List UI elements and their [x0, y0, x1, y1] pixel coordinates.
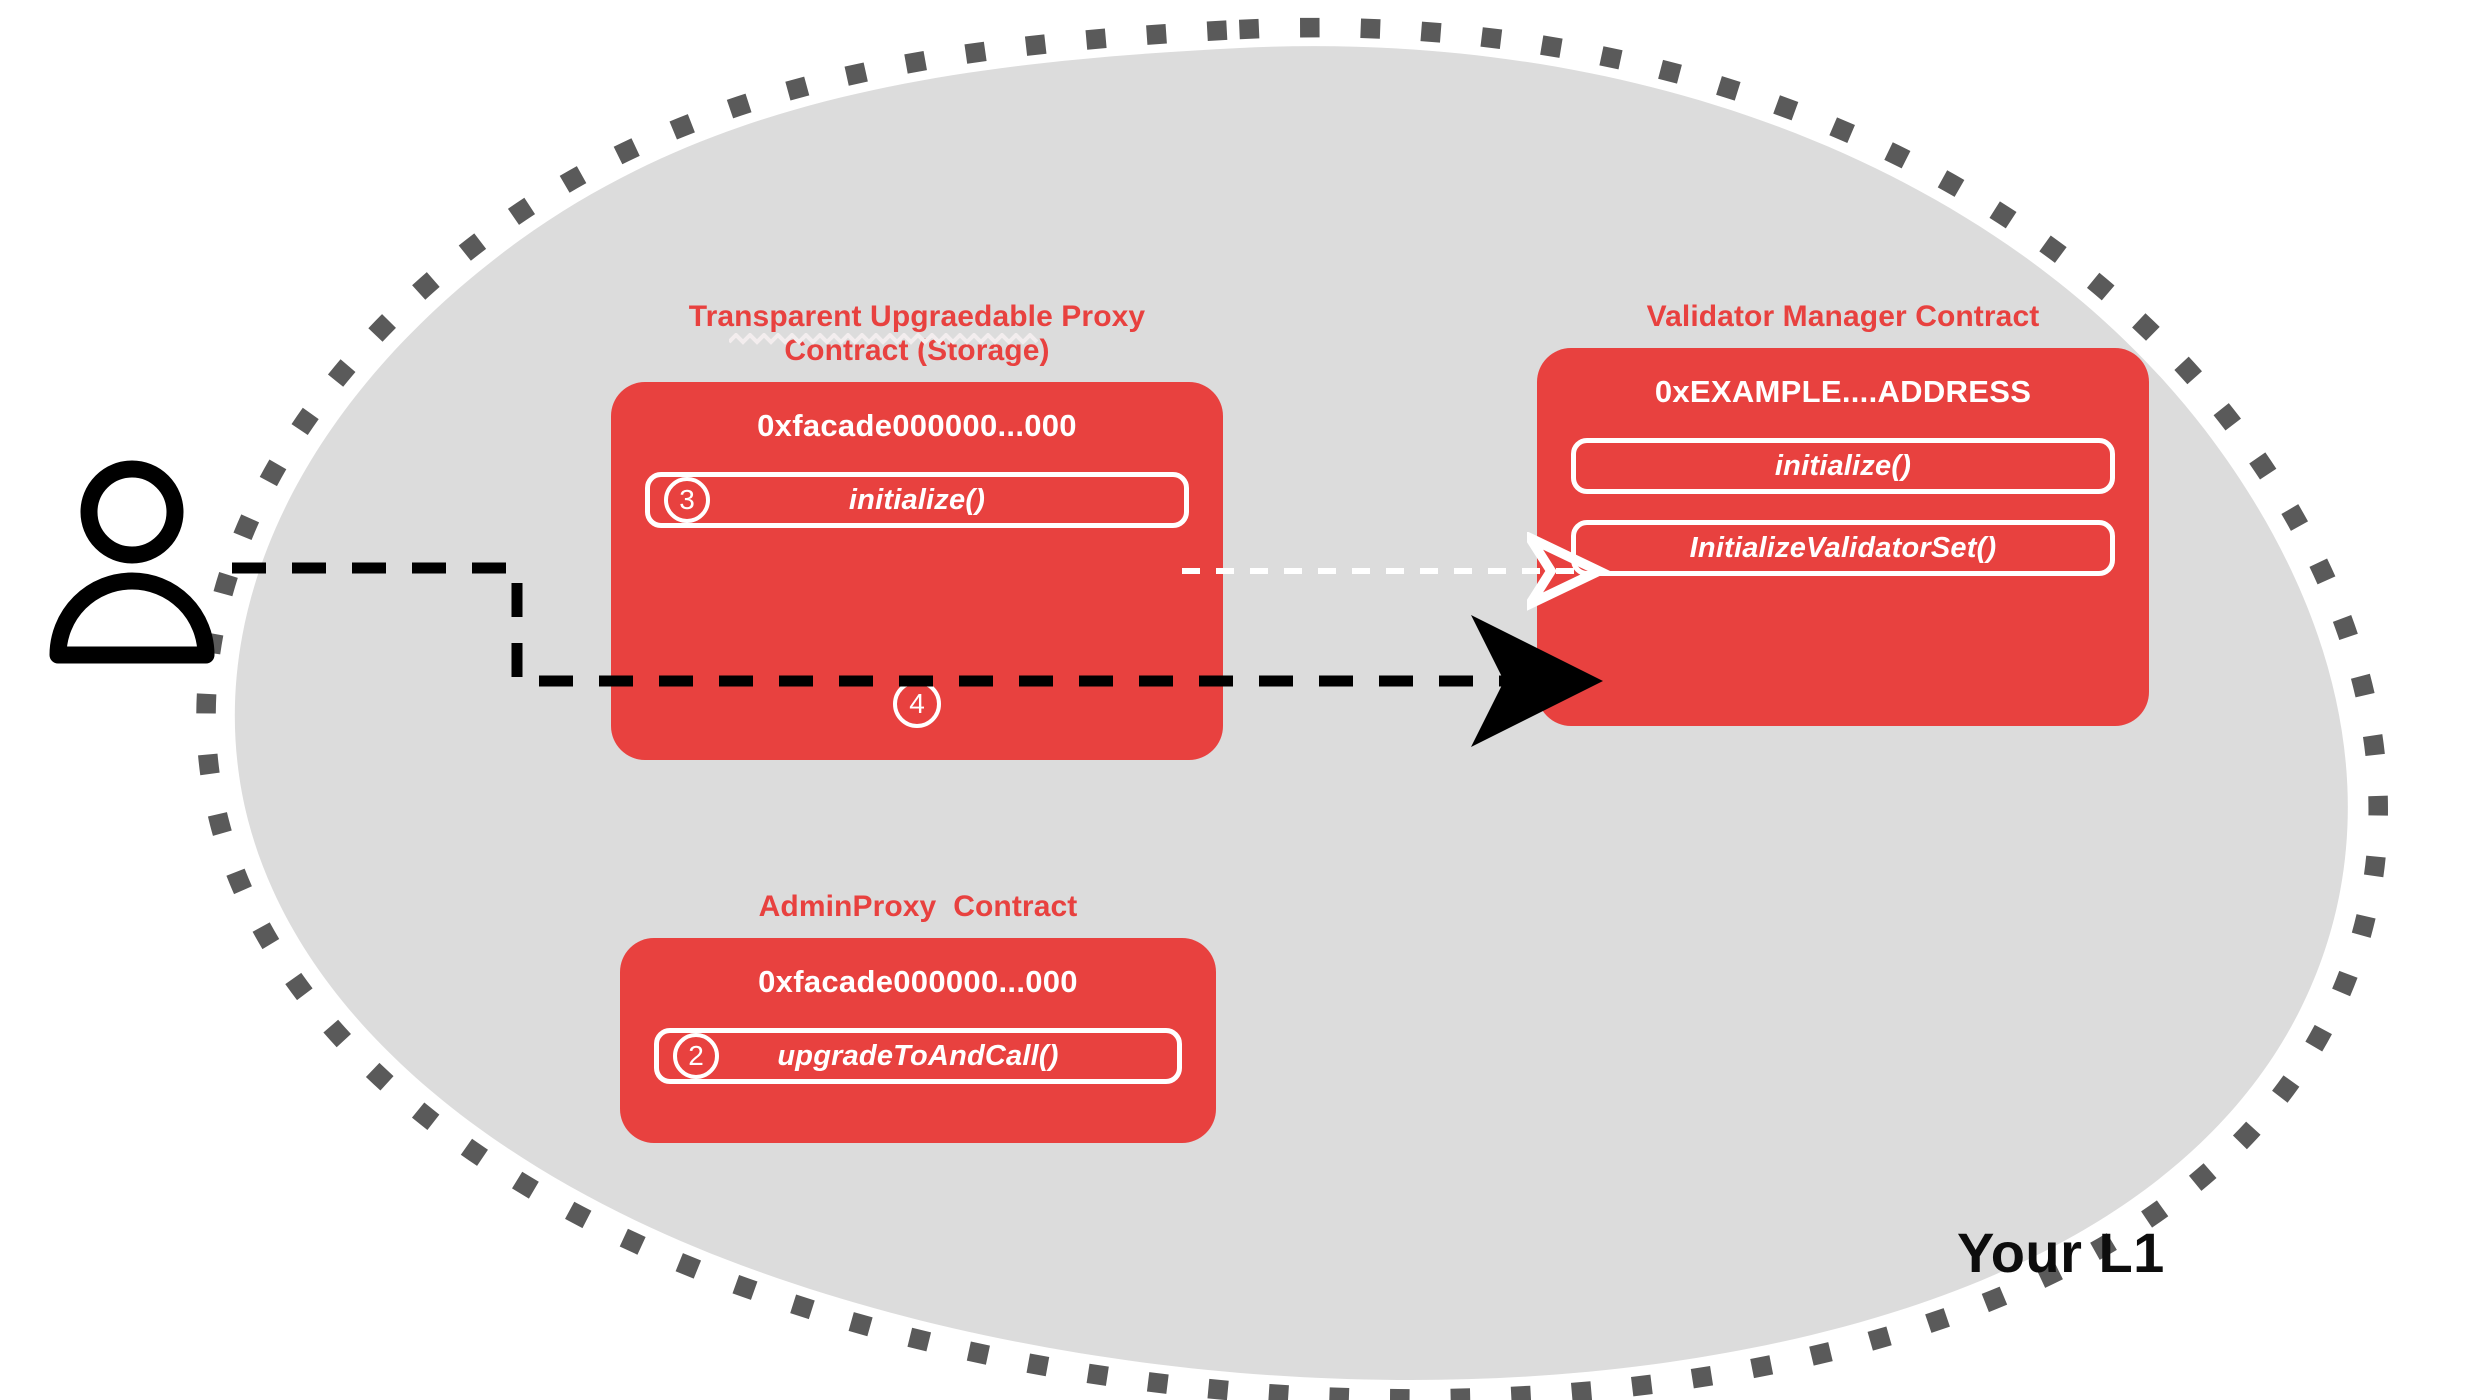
function-initialize-validator-set[interactable]: InitializeValidatorSet() — [1571, 520, 2115, 577]
contract-title: AdminProxy Contract — [758, 890, 1078, 923]
function-label: InitializeValidatorSet() — [1689, 531, 1997, 564]
contract-admin-proxy[interactable]: AdminProxy Contract 0xfacade000000...000… — [620, 890, 1216, 1144]
contract-card[interactable]: 0xEXAMPLE....ADDRESS initialize() Initia… — [1537, 348, 2149, 727]
function-label: upgradeToAndCall() — [777, 1039, 1059, 1072]
contract-address: 0xfacade000000...000 — [758, 964, 1078, 1000]
function-initialize[interactable]: initialize() — [1571, 438, 2115, 495]
function-initialize[interactable]: 3 initialize() — [645, 472, 1189, 529]
contract-address: 0xEXAMPLE....ADDRESS — [1654, 374, 2032, 410]
edge-user-to-initialize-validator-set — [232, 562, 1603, 747]
step-badge-2: 2 — [673, 1033, 719, 1080]
person-icon — [49, 460, 215, 664]
step-badge-3: 3 — [664, 477, 710, 524]
function-label: initialize() — [848, 483, 986, 516]
l1-boundary-label: Your L1 — [1957, 1221, 2165, 1284]
contract-transparent-upgradeable-proxy[interactable]: Transparent Upgraedable Proxy Contract (… — [611, 300, 1223, 761]
contract-validator-manager[interactable]: Validator Manager Contract 0xEXAMPLE....… — [1537, 300, 2149, 727]
contract-card[interactable]: 0xfacade000000...000 2 upgradeToAndCall(… — [620, 938, 1216, 1144]
function-label: initialize() — [1774, 449, 1912, 482]
contract-title: Validator Manager Contract — [1646, 300, 2040, 333]
contract-address: 0xfacade000000...000 — [757, 408, 1077, 444]
contract-card[interactable]: 0xfacade000000...000 3 initialize() 4 — [611, 382, 1223, 761]
user-actor — [42, 455, 222, 670]
function-upgrade-to-and-call[interactable]: 2 upgradeToAndCall() — [654, 1028, 1182, 1085]
